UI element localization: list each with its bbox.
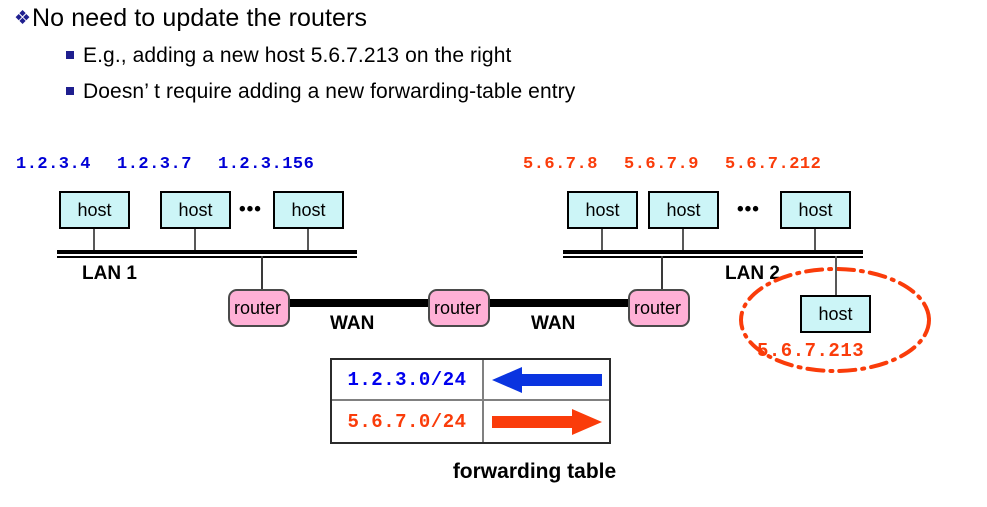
ip-label-lan2-host3: 5.6.7.212: [725, 155, 822, 174]
drop-line-new-host: [835, 256, 837, 297]
drop-line-lan2-2: [682, 229, 684, 253]
bullet-item-2-label: E.g., adding a new host 5.6.7.213 on the…: [83, 44, 512, 67]
table-cell-direction: [484, 360, 609, 399]
ip-label-lan1-host2: 1.2.3.7: [117, 155, 192, 174]
drop-line-lan1-3: [307, 229, 309, 253]
uplink-router-1: [261, 256, 263, 296]
table-cell-direction: [484, 401, 609, 442]
router-box-3[interactable]: router: [628, 289, 690, 327]
bullet-item-2: E.g., adding a new host 5.6.7.213 on the…: [66, 44, 511, 68]
host-box-lan1-2[interactable]: host: [160, 191, 231, 229]
uplink-router-3: [661, 256, 663, 296]
ip-label-lan1-host3: 1.2.3.156: [218, 155, 315, 174]
drop-line-lan2-1: [601, 229, 603, 253]
table-cell-prefix: 5.6.7.0/24: [332, 401, 484, 442]
wan-link-1: [286, 299, 450, 307]
diamond-bullet-icon: ❖: [14, 8, 32, 29]
ip-label-lan2-host2: 5.6.7.9: [624, 155, 699, 174]
forwarding-table-caption-label: forwarding table: [452, 460, 617, 483]
router-box-2[interactable]: router: [428, 289, 490, 327]
square-bullet-icon: [66, 82, 83, 100]
drop-line-lan1-1: [93, 229, 95, 253]
router-box-1[interactable]: router: [228, 289, 290, 327]
lan2-caption: LAN 2: [725, 263, 780, 284]
host-box-new[interactable]: host: [800, 295, 871, 333]
wan-caption-2: WAN: [531, 313, 576, 334]
host-box-lan2-3[interactable]: host: [780, 191, 851, 229]
wan-link-2: [486, 299, 650, 307]
drop-line-lan1-2: [194, 229, 196, 253]
new-host-highlight-ellipse: [739, 267, 931, 373]
host-box-lan1-1[interactable]: host: [59, 191, 130, 229]
square-bullet-icon: [66, 46, 83, 64]
table-row[interactable]: 1.2.3.0/24: [332, 360, 609, 401]
ip-label-lan2-host1: 5.6.7.8: [523, 155, 598, 174]
lan1-bus: [57, 250, 357, 258]
forwarding-table: 1.2.3.0/24 5.6.7.0/24: [330, 358, 611, 444]
host-box-lan2-2[interactable]: host: [648, 191, 719, 229]
right-arrow-icon: [491, 408, 602, 435]
lan1-caption: LAN 1: [82, 263, 137, 284]
left-arrow-icon: [491, 366, 602, 393]
drop-line-lan2-3: [814, 229, 816, 253]
lan2-bus: [563, 250, 863, 258]
bullet-item-1: ❖ No need to update the routers: [14, 4, 367, 33]
ellipsis-lan1: •••: [239, 199, 262, 220]
host-box-lan1-3[interactable]: host: [273, 191, 344, 229]
bullet-item-3: Doesn’ t require adding a new forwarding…: [66, 80, 575, 104]
table-row[interactable]: 5.6.7.0/24: [332, 401, 609, 442]
table-cell-prefix: 1.2.3.0/24: [332, 360, 484, 399]
forwarding-table-caption: forwarding table: [0, 460, 987, 484]
ellipsis-lan2: •••: [737, 199, 760, 220]
bullet-item-3-label: Doesn’ t require adding a new forwarding…: [83, 80, 576, 103]
host-box-lan2-1[interactable]: host: [567, 191, 638, 229]
wan-caption-1: WAN: [330, 313, 375, 334]
bullet-item-1-label: No need to update the routers: [32, 4, 368, 32]
ip-label-lan1-host1: 1.2.3.4: [16, 155, 91, 174]
ip-label-new-host: 5.6.7.213: [757, 340, 865, 362]
